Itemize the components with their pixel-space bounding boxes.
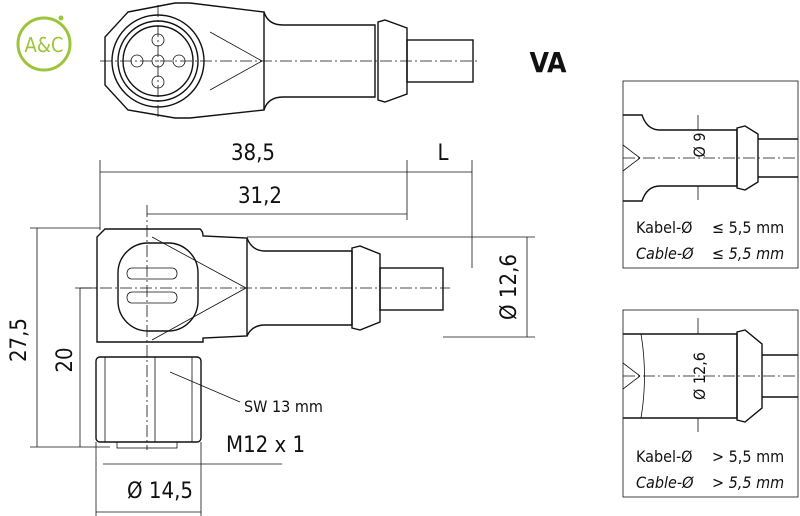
panel-1-kabel-value: ≤ 5,5 mm (712, 218, 784, 237)
dim-center-length: 31,2 (238, 184, 282, 209)
dim-center-height: 20 (53, 347, 78, 372)
dim-nut-diameter: Ø 14,5 (127, 479, 193, 504)
brand-logo: A&C (16, 15, 72, 72)
panel-1-cable-label: Cable-Ø (636, 244, 694, 263)
variant-label: VA (529, 46, 567, 79)
thread-label: M12 x 1 (226, 433, 305, 458)
wrench-size-label: SW 13 mm (244, 397, 323, 416)
connector-front-view (100, 2, 480, 119)
panel-2-kabel-value: > 5,5 mm (712, 447, 784, 466)
panel-1-kabel-label: Kabel-Ø (636, 218, 693, 237)
dimension-lines (30, 160, 535, 516)
panel-2-diameter: Ø 12,6 (690, 352, 709, 400)
panel-2-cable-value: > 5,5 mm (712, 473, 784, 492)
logo-text: A&C (25, 33, 64, 57)
dim-cable-length: L (437, 141, 448, 166)
detail-panel-large-cable: Ø 12,6 Kabel-Ø > 5,5 mm Cable-Ø > 5,5 mm (622, 309, 799, 498)
dim-total-height: 27,5 (7, 318, 32, 362)
panel-2-kabel-label: Kabel-Ø (636, 447, 693, 466)
connector-side-view (80, 205, 450, 450)
panel-1-diameter: Ø 9 (690, 132, 709, 157)
panel-2-cable-label: Cable-Ø (636, 473, 694, 492)
detail-panel-small-cable: Ø 9 Kabel-Ø ≤ 5,5 mm Cable-Ø ≤ 5,5 mm (622, 80, 799, 269)
dim-body-diameter: Ø 12,6 (497, 254, 522, 320)
dim-overall-length: 38,5 (231, 141, 275, 166)
panel-1-cable-value: ≤ 5,5 mm (712, 244, 784, 263)
